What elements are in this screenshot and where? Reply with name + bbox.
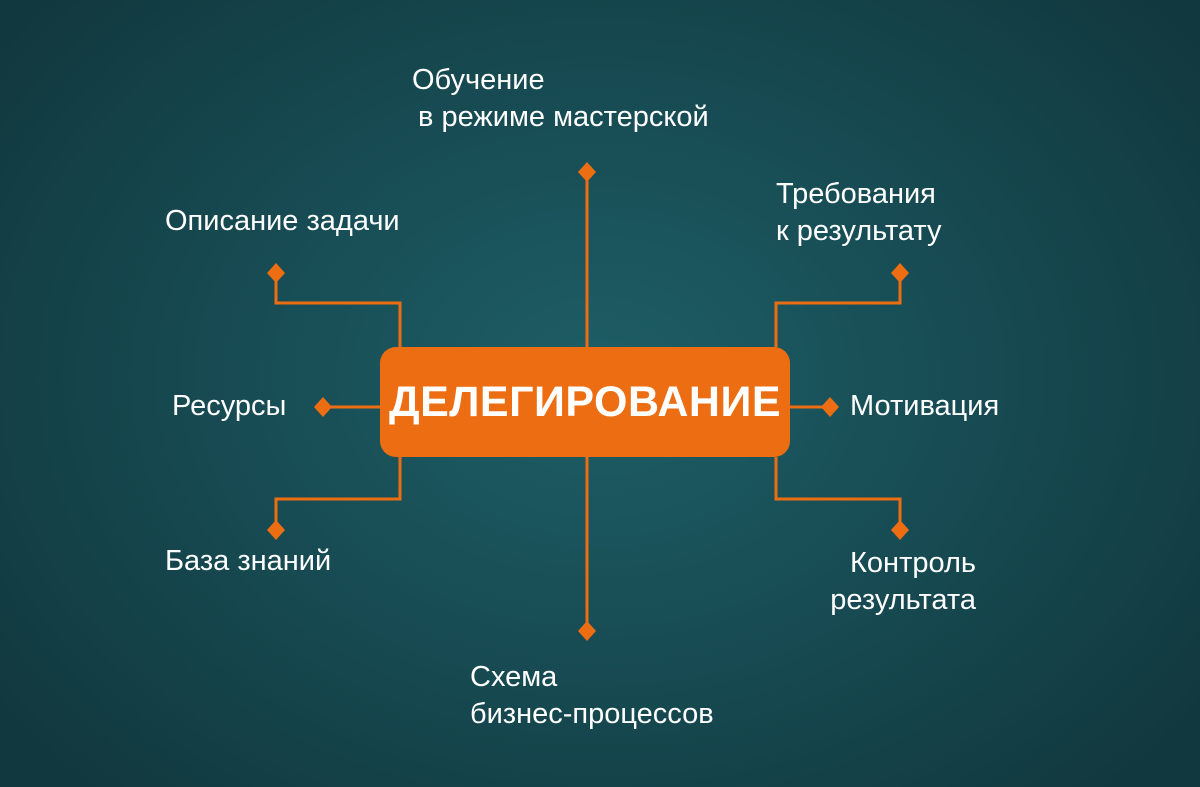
node-result-control: Контроль результата bbox=[780, 545, 976, 619]
node-training-line-2: в режиме мастерской bbox=[418, 101, 709, 133]
node-result-requirements: Требования к результату bbox=[776, 176, 942, 250]
diamond-middle-left bbox=[314, 397, 332, 417]
node-resources: Ресурсы bbox=[172, 388, 286, 425]
connector-upper-left bbox=[274, 273, 402, 347]
diamond-middle-right bbox=[821, 397, 839, 417]
node-task-description-line-1: Описание задачи bbox=[165, 205, 400, 237]
connector-upper-right bbox=[774, 273, 902, 347]
node-process-scheme-line-1: Схема bbox=[470, 661, 558, 693]
diamond-lower-right bbox=[891, 520, 909, 540]
node-motivation-line-1: Мотивация bbox=[850, 390, 1000, 422]
node-knowledge-base: База знаний bbox=[165, 543, 331, 580]
connector-lower-left bbox=[274, 457, 402, 530]
node-process-scheme-line-2: бизнес-процессов bbox=[470, 698, 714, 730]
node-training-line-1: Обучение bbox=[412, 64, 545, 96]
diamond-upper-left bbox=[267, 263, 285, 283]
node-result-requirements-line-2: к результату bbox=[776, 215, 942, 247]
node-result-control-line-2: результата bbox=[830, 584, 976, 616]
node-motivation: Мотивация bbox=[850, 388, 999, 425]
diamond-bottom bbox=[578, 621, 596, 641]
diamond-lower-left bbox=[267, 520, 285, 540]
central-node-label: ДЕЛЕГИРОВАНИЕ bbox=[388, 377, 782, 426]
node-result-requirements-line-1: Требования bbox=[776, 178, 936, 210]
diamond-top bbox=[578, 162, 596, 182]
node-result-control-line-1: Контроль bbox=[850, 547, 976, 579]
node-training: Обучение в режиме мастерской bbox=[412, 62, 709, 136]
node-resources-line-1: Ресурсы bbox=[172, 390, 287, 422]
central-node: ДЕЛЕГИРОВАНИЕ bbox=[380, 347, 790, 457]
node-knowledge-base-line-1: База знаний bbox=[165, 545, 332, 577]
diamond-upper-right bbox=[891, 263, 909, 283]
connector-lower-right bbox=[774, 457, 902, 530]
node-task-description: Описание задачи bbox=[165, 203, 400, 240]
node-process-scheme: Схема бизнес-процессов bbox=[470, 659, 714, 733]
